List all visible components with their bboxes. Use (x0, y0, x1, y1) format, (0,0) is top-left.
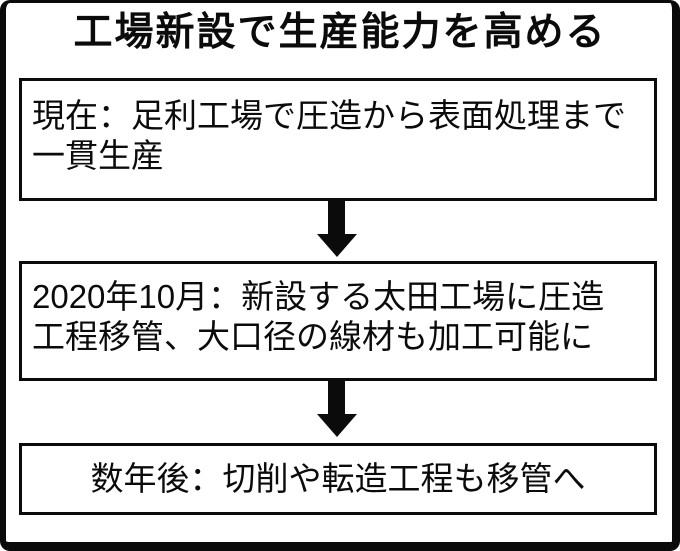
step-box-current: 現在：足利工場で圧造から表面処理まで 一貫生産 (19, 78, 657, 201)
step-box-october-2020: 2020年10月：新設する太田工場に圧造 工程移管、大口径の線材も加工可能に (19, 261, 657, 381)
down-arrow-icon (317, 381, 357, 437)
diagram-title: 工場新設で生産能力を高める (73, 11, 607, 54)
step-box-few-years-later: 数年後：切削や転造工程も移管へ (19, 443, 657, 515)
step-text-current: 現在：足利工場で圧造から表面処理まで 一貫生産 (32, 97, 626, 174)
step-text-october-2020: 2020年10月：新設する太田工場に圧造 工程移管、大口径の線材も加工可能に (32, 278, 605, 355)
step-text-few-years-later: 数年後：切削や転造工程も移管へ (90, 460, 586, 497)
down-arrow-icon (317, 201, 357, 257)
